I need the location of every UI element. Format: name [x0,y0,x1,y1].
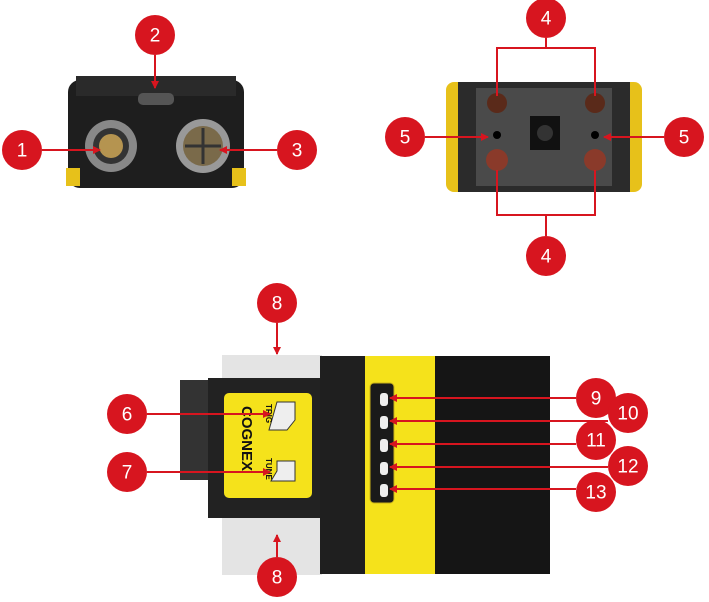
callout-circle [664,117,704,157]
status-leds [380,393,388,497]
callout-c13: 13 [576,472,616,512]
callout-c10: 10 [608,393,648,433]
connector-end-view [66,76,246,188]
callout-circle [257,557,297,597]
callout-number: 5 [679,128,690,149]
callout-circle [526,236,566,276]
usb-port [138,93,174,105]
callout-number: 10 [617,404,638,425]
callout-c7: 7 [107,452,147,492]
callout-lines [42,38,664,557]
callout-c3: 3 [277,130,317,170]
callout-circle [576,378,616,418]
tune-button[interactable] [270,460,296,482]
callout-circle [107,452,147,492]
callout-c4a: 4 [526,0,566,38]
tune-label: TUNE [264,458,273,480]
callout-c4b: 4 [526,236,566,276]
callout-c11: 11 [576,420,616,460]
callout-number: 12 [617,457,638,478]
callout-number: 6 [122,405,133,426]
callout-c6: 6 [107,394,147,434]
callout-c5b: 5 [664,117,704,157]
callout-c1: 1 [2,130,42,170]
callout-circle [576,472,616,512]
callout-number: 4 [541,9,552,30]
top-view-device: TRIG TUNE COGNEX [180,355,550,575]
callout-c5a: 5 [385,117,425,157]
brand-logo: COGNEX [238,406,255,471]
callout-c9: 9 [576,378,616,418]
callout-number: 7 [122,463,133,484]
callout-circle [257,283,297,323]
callout-circle [526,0,566,38]
callout-circle [277,130,317,170]
callout-c2: 2 [135,15,175,55]
callout-number: 2 [150,26,161,47]
callout-number: 8 [272,568,283,589]
callout-c12: 12 [608,446,648,486]
callout-circle [608,393,648,433]
callout-circle [107,394,147,434]
callout-number: 13 [585,483,606,504]
callout-circle [576,420,616,460]
callout-number: 3 [292,141,303,162]
front-lens-view [446,82,642,192]
callout-number: 11 [586,431,606,452]
callout-circle [385,117,425,157]
callout-number: 1 [17,141,28,162]
callout-number: 8 [272,294,283,315]
callout-c8b: 8 [257,557,297,597]
callout-circle [2,130,42,170]
callout-circle [608,446,648,486]
callout-number: 4 [541,247,552,268]
callout-circle [135,15,175,55]
callout-number: 9 [591,389,602,410]
callout-number: 5 [400,128,411,149]
trig-button[interactable] [268,401,296,431]
callout-c8a: 8 [257,283,297,323]
